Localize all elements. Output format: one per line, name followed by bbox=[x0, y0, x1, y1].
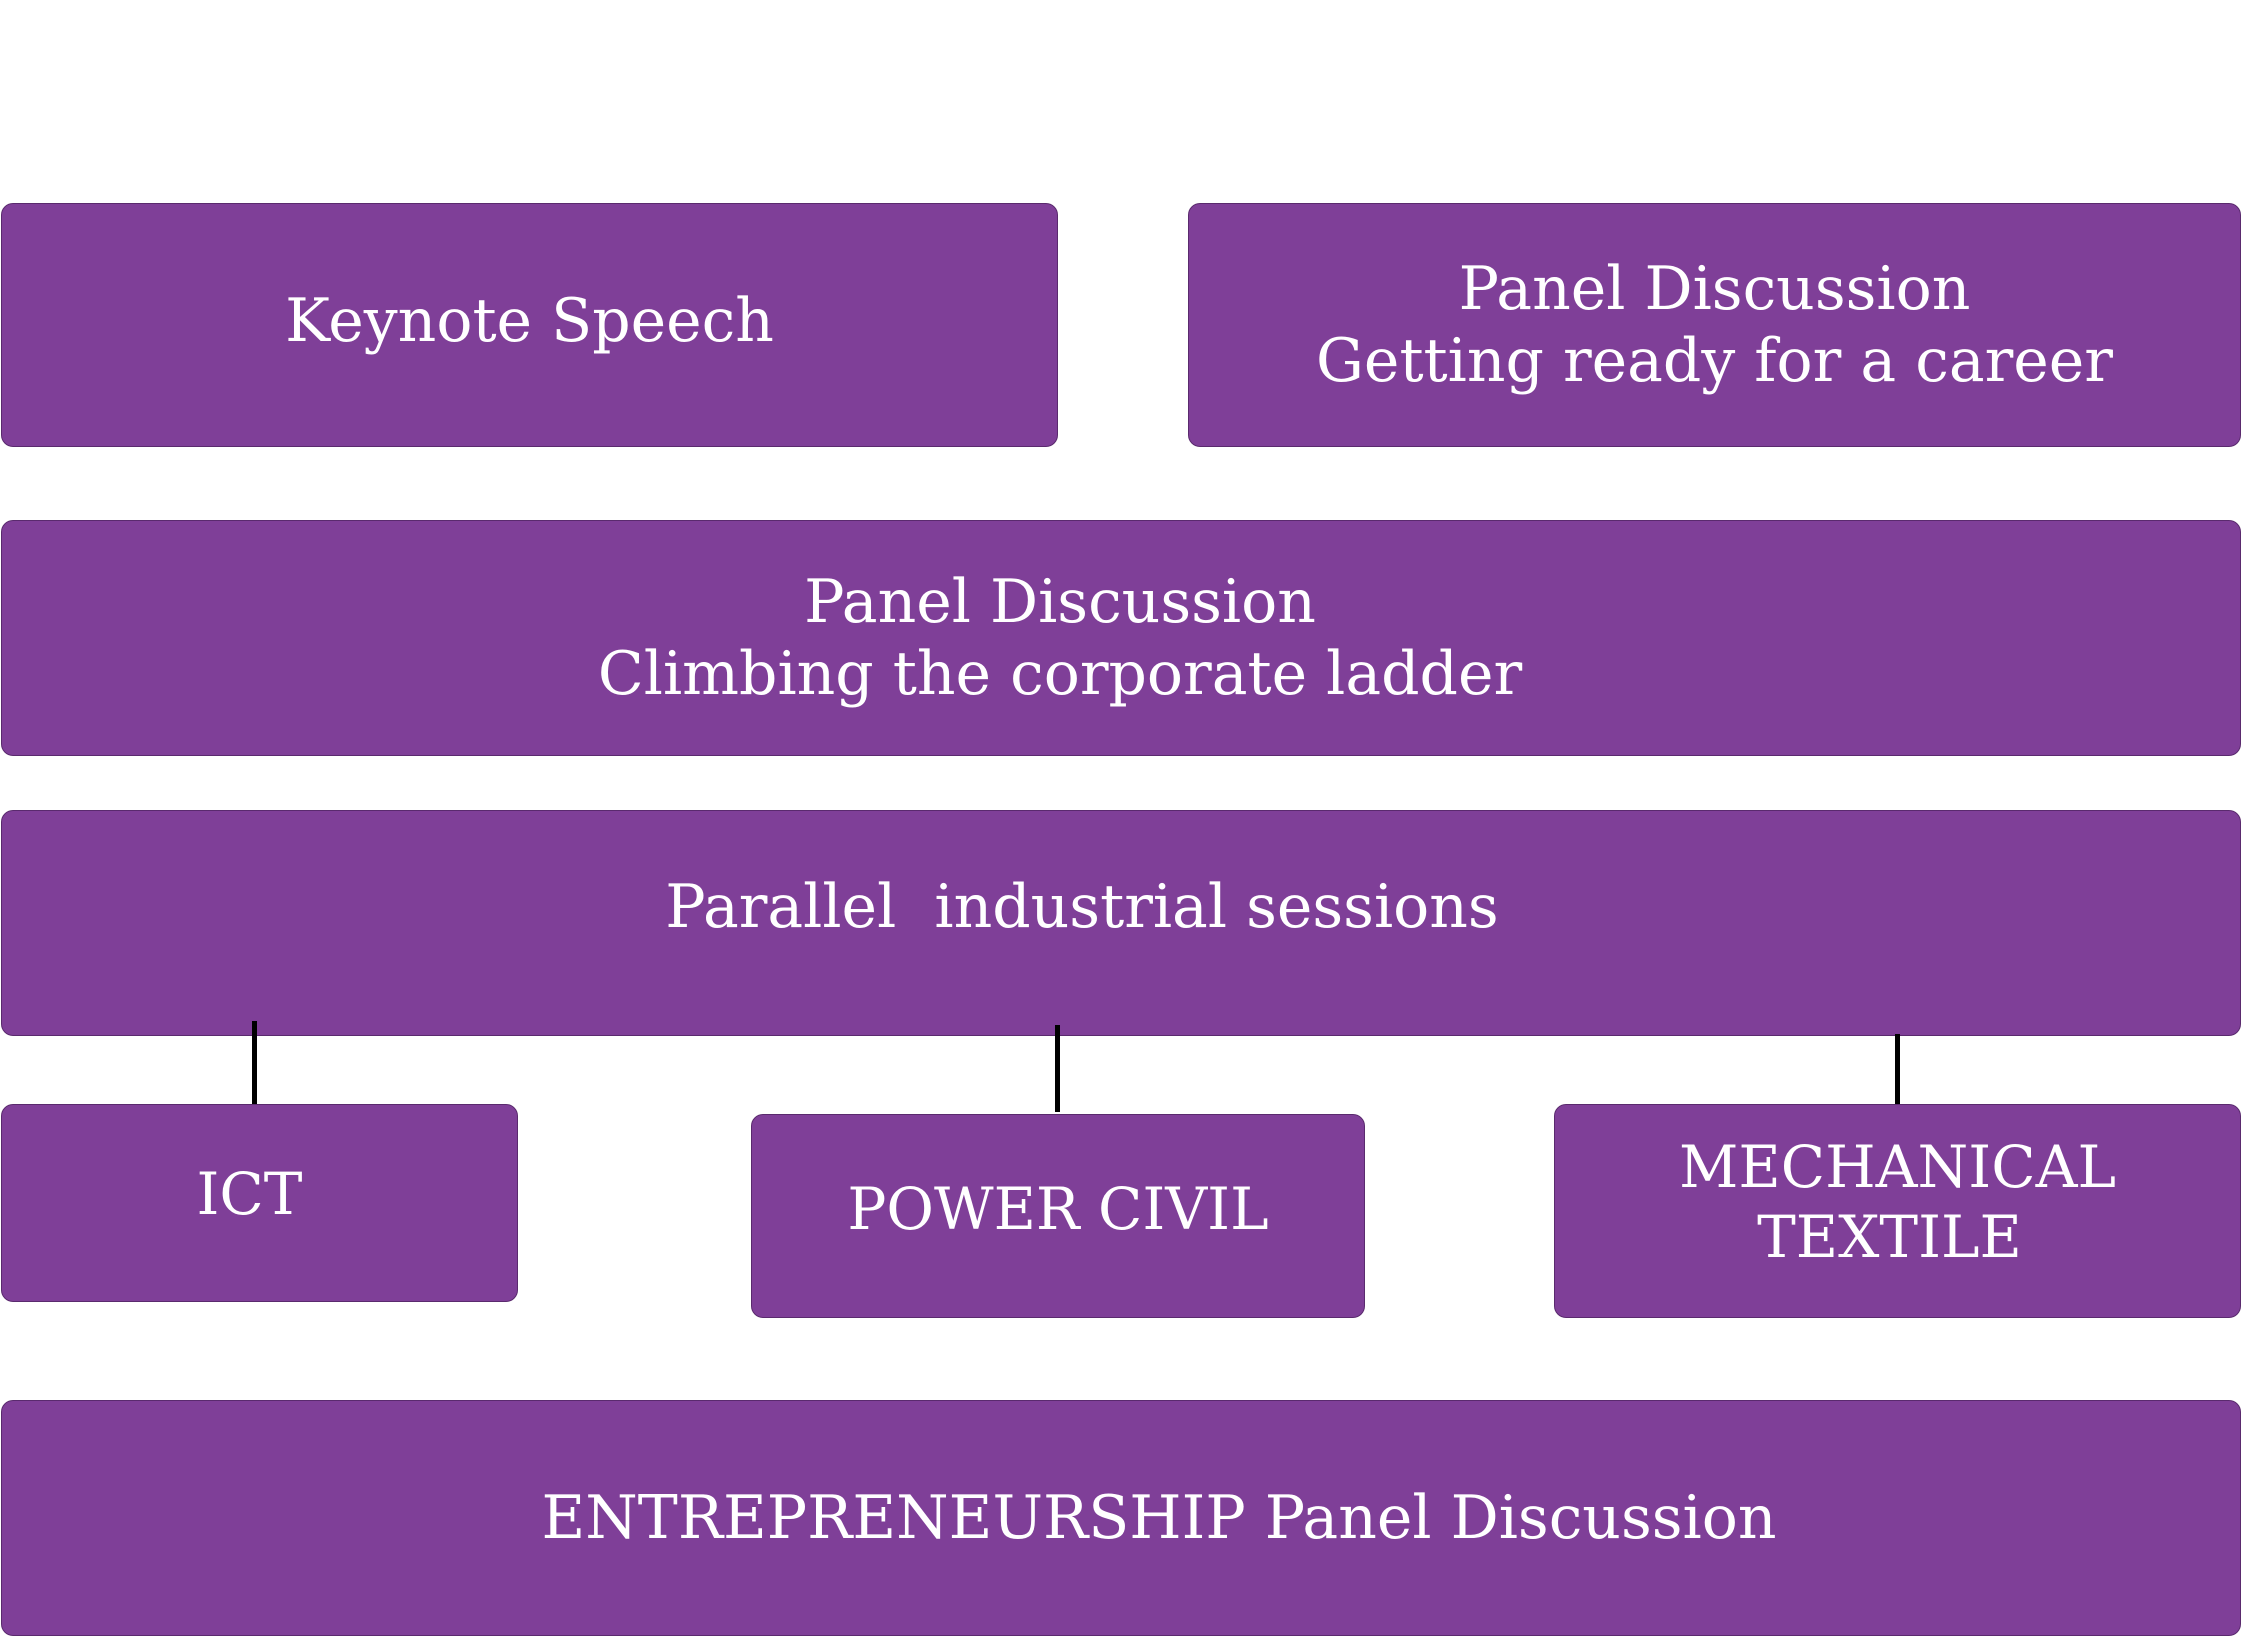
power-civil-box: POWER CIVIL bbox=[751, 1114, 1365, 1318]
keynote-speech-label: Keynote Speech bbox=[285, 286, 774, 356]
panel-career-title: Panel Discussion bbox=[1458, 254, 1971, 324]
connector-ict bbox=[252, 1021, 257, 1117]
connector-power-civil bbox=[1055, 1025, 1060, 1112]
entrepreneurship-box: ENTREPRENEURSHIP Panel Discussion bbox=[1, 1400, 2241, 1636]
panel-corporate-subtitle: Climbing the corporate ladder bbox=[597, 639, 1523, 709]
panel-career-subtitle: Getting ready for a career bbox=[1316, 326, 2113, 396]
panel-corporate-box: Panel Discussion Climbing the corporate … bbox=[1, 520, 2241, 756]
mechanical-textile-box: MECHANICAL TEXTILE bbox=[1554, 1104, 2241, 1318]
connector-mechanical-textile bbox=[1895, 1034, 1900, 1120]
keynote-speech-box: Keynote Speech bbox=[1, 203, 1058, 447]
panel-career-box: Panel Discussion Getting ready for a car… bbox=[1188, 203, 2241, 447]
panel-corporate-title: Panel Discussion bbox=[804, 567, 1316, 637]
parallel-sessions-box: Parallel industrial sessions bbox=[1, 810, 2241, 1036]
ict-label: ICT bbox=[196, 1160, 303, 1229]
mechanical-textile-line1: MECHANICAL bbox=[1678, 1133, 2116, 1202]
parallel-sessions-label: Parallel industrial sessions bbox=[665, 872, 1499, 942]
power-civil-label: POWER CIVIL bbox=[847, 1175, 1269, 1244]
mechanical-textile-line2: TEXTILE bbox=[1757, 1203, 2022, 1271]
entrepreneurship-label: ENTREPRENEURSHIP Panel Discussion bbox=[541, 1483, 1777, 1553]
panel-corporate-text: Panel Discussion Climbing the corporate … bbox=[598, 566, 1522, 710]
ict-box: ICT bbox=[1, 1104, 518, 1302]
